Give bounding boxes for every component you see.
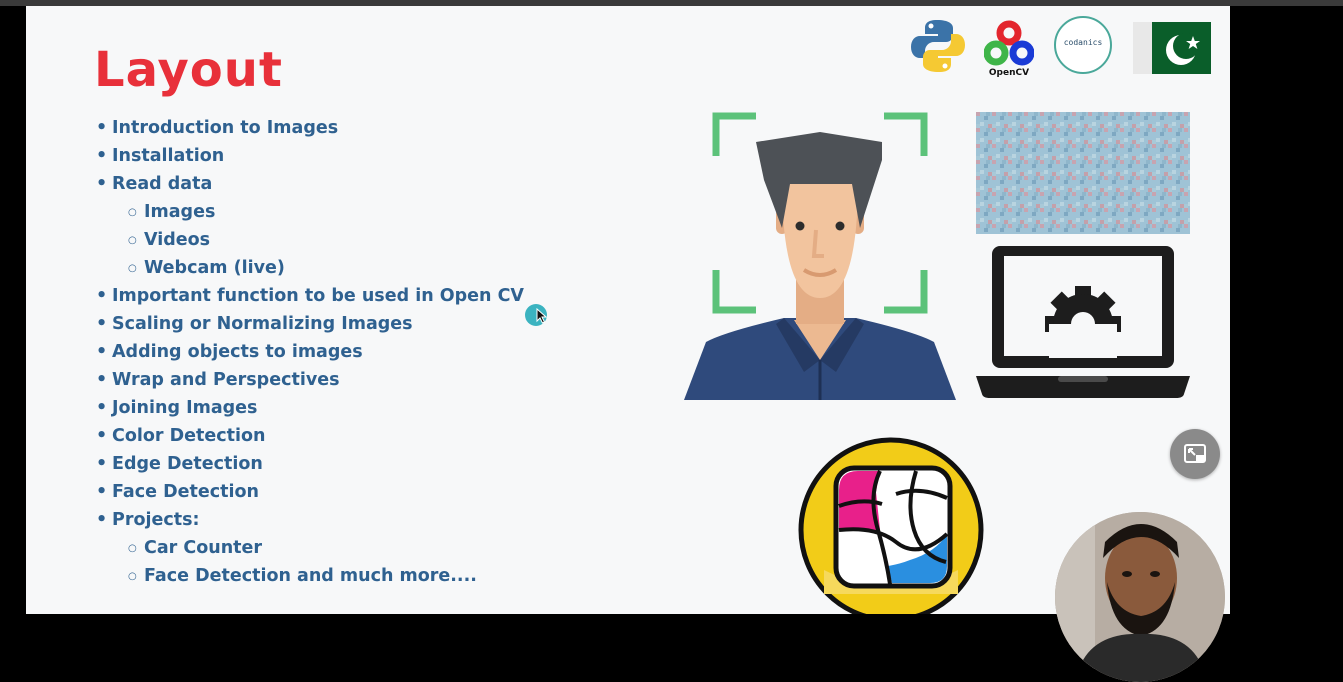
codanics-logo-icon: codanics xyxy=(1054,16,1112,74)
list-item: Important function to be used in Open CV xyxy=(96,282,524,310)
opencv-logo-icon: OpenCV xyxy=(983,20,1035,80)
python-logo-icon xyxy=(910,18,966,74)
laptop-gear-icon xyxy=(976,242,1190,402)
picture-in-picture-button[interactable] xyxy=(1170,429,1220,479)
list-item: Read data xyxy=(96,170,524,198)
face-recognition-illustration xyxy=(684,110,956,400)
sub-list-item: Car Counter xyxy=(96,534,524,562)
presenter-webcam-feed xyxy=(1055,512,1225,682)
list-item: Face Detection xyxy=(96,478,524,506)
list-item: Scaling or Normalizing Images xyxy=(96,310,524,338)
list-item: Projects: xyxy=(96,506,524,534)
codanics-label: codanics xyxy=(1063,38,1103,47)
image-viewer-app-icon xyxy=(796,434,986,614)
list-item: Adding objects to images xyxy=(96,338,524,366)
opencv-label: OpenCV xyxy=(988,68,1030,78)
presentation-slide: Layout Introduction to Images Installati… xyxy=(26,6,1230,614)
sub-list-item: Videos xyxy=(96,226,524,254)
picture-in-picture-icon xyxy=(1184,444,1206,463)
slide-title: Layout xyxy=(94,42,283,98)
list-item: Installation xyxy=(96,142,524,170)
sub-list-item: Images xyxy=(96,198,524,226)
video-top-bar xyxy=(0,0,1343,6)
sub-list-item: Face Detection and much more.... xyxy=(96,562,524,590)
list-item: Joining Images xyxy=(96,394,524,422)
pixelated-image xyxy=(976,112,1190,234)
list-item: Color Detection xyxy=(96,422,524,450)
sub-list-item: Webcam (live) xyxy=(96,254,524,282)
mouse-cursor-icon xyxy=(536,308,548,324)
list-item: Introduction to Images xyxy=(96,114,524,142)
pakistan-flag-icon xyxy=(1133,22,1211,74)
agenda-list: Introduction to Images Installation Read… xyxy=(96,114,524,590)
list-item: Wrap and Perspectives xyxy=(96,366,524,394)
list-item: Edge Detection xyxy=(96,450,524,478)
